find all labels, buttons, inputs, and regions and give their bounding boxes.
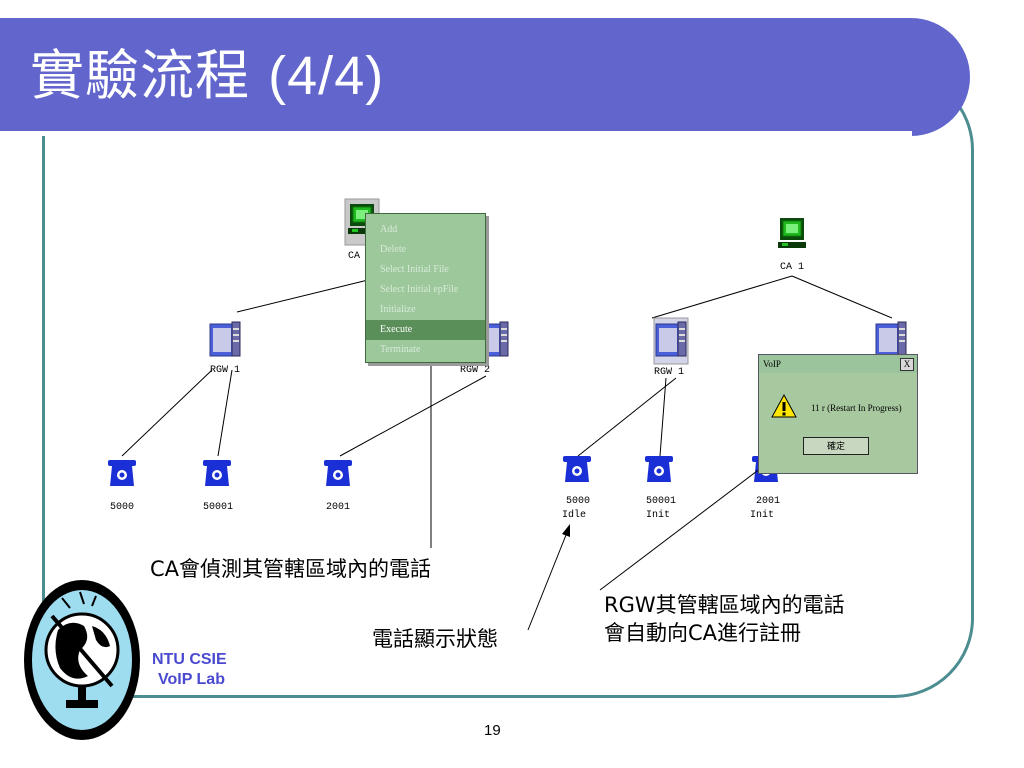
voip-alert-dialog: VoIP X 11 r (Restart In Progress) 確定 bbox=[758, 354, 918, 474]
ca-node-right[interactable] bbox=[777, 217, 807, 249]
phone-number-label: 50001 bbox=[646, 496, 677, 507]
ok-button[interactable]: 確定 bbox=[803, 437, 869, 455]
menu-item-execute[interactable]: Execute bbox=[366, 320, 485, 340]
rgw1-node-left[interactable] bbox=[209, 321, 241, 357]
dialog-title-bar: VoIP X bbox=[759, 355, 917, 373]
rgw1-label-left: RGW 1 bbox=[210, 365, 241, 376]
phone-status-label: Init bbox=[646, 510, 671, 521]
phone-status-label: Init bbox=[750, 510, 775, 521]
phone-5000-right[interactable] bbox=[563, 456, 591, 482]
phone-5000-left[interactable] bbox=[108, 460, 136, 486]
slide-title: 實驗流程 (4/4) bbox=[30, 44, 385, 107]
rgw1-node-right[interactable] bbox=[653, 317, 689, 365]
phone-2001-left[interactable] bbox=[324, 460, 352, 486]
warning-icon bbox=[771, 393, 797, 418]
menu-item-initialize[interactable]: Initialize bbox=[380, 304, 416, 315]
ca-label-left: CA bbox=[348, 251, 361, 262]
menu-item-select-initial-file[interactable]: Select Initial File bbox=[380, 264, 449, 275]
callout-ca-detect: CA會偵測其管轄區域內的電話 bbox=[150, 557, 432, 581]
phone-number-label: 2001 bbox=[326, 502, 351, 513]
dialog-title: VoIP bbox=[763, 359, 781, 369]
phone-number-label: 50001 bbox=[203, 502, 234, 513]
banner-underline bbox=[0, 131, 912, 136]
menu-item-select-initial-epfile[interactable]: Select Initial epFile bbox=[380, 284, 459, 295]
menu-item-terminate[interactable]: Terminate bbox=[380, 344, 421, 355]
voip-lab-logo-icon bbox=[24, 580, 140, 740]
phone-50001-right[interactable] bbox=[645, 456, 673, 482]
dialog-message: 11 r (Restart In Progress) bbox=[811, 403, 902, 413]
menu-item-add[interactable]: Add bbox=[380, 224, 398, 235]
rgw2-node-right[interactable] bbox=[875, 321, 907, 357]
callout-rgw-register-line2: 會自動向CA進行註冊 bbox=[604, 621, 802, 645]
lab-name: NTU CSIE VoIP Lab bbox=[152, 650, 227, 690]
lab-name-line1: NTU CSIE bbox=[152, 651, 227, 668]
slide-title-suffix: (4/4) bbox=[268, 46, 385, 106]
node-context-menu: Add Delete Select Initial File Select In… bbox=[365, 213, 486, 363]
phone-50001-left[interactable] bbox=[203, 460, 231, 486]
phone-status-label: Idle bbox=[562, 510, 587, 521]
phone-number-label: 5000 bbox=[566, 496, 591, 507]
callout-phone-status: 電話顯示狀態 bbox=[372, 627, 498, 651]
close-icon[interactable]: X bbox=[900, 358, 914, 371]
callout-rgw-register-line1: RGW其管轄區域內的電話 bbox=[604, 593, 845, 617]
rgw2-label-left: RGW 2 bbox=[460, 365, 491, 376]
lab-name-line2: VoIP Lab bbox=[158, 671, 225, 688]
phone-number-label: 2001 bbox=[756, 496, 781, 507]
ca-label-right: CA 1 bbox=[780, 262, 805, 273]
title-banner bbox=[0, 18, 970, 136]
page-number: 19 bbox=[484, 722, 501, 739]
slide-title-text: 實驗流程 bbox=[30, 44, 250, 107]
menu-item-delete[interactable]: Delete bbox=[380, 244, 407, 255]
phone-number-label: 5000 bbox=[110, 502, 135, 513]
rgw1-label-right: RGW 1 bbox=[654, 367, 685, 378]
